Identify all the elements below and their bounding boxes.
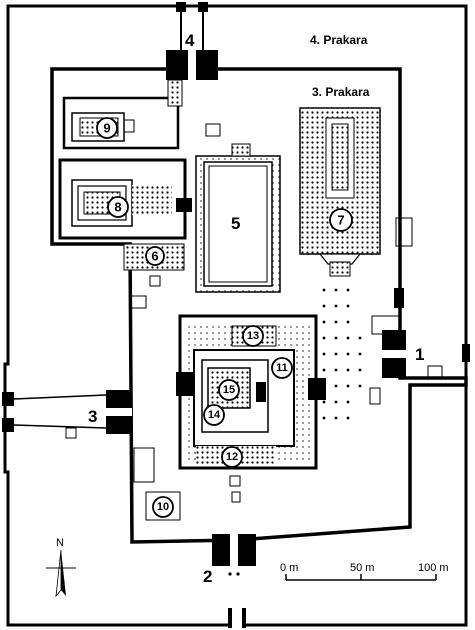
feature-15-label: 15 [223, 384, 235, 396]
pillar-grid [322, 288, 362, 420]
feature-5-label: 5 [231, 214, 240, 233]
gate-2-gopuram [212, 534, 256, 628]
fourth-prakara-wall [3, 4, 468, 627]
feature-6-label: 6 [151, 249, 158, 264]
feature-marker-9: 9 [96, 117, 118, 139]
feature-10-label: 10 [157, 501, 169, 513]
feature-marker-8: 8 [107, 196, 129, 218]
feature-marker-6: 6 [145, 246, 165, 266]
scale-tick-50: 50 m [350, 562, 374, 574]
scale-tick-100: 100 m [418, 562, 449, 574]
feature-marker-7: 7 [329, 208, 353, 232]
feature-marker-10: 10 [152, 496, 174, 518]
gate-4-label: 4 [185, 31, 195, 50]
shrine-8 [71, 179, 192, 227]
feature-marker-14: 14 [203, 404, 225, 426]
gate-1-gopuram [382, 288, 470, 378]
feature-marker-15: 15 [218, 379, 240, 401]
prakara-4-label: 4. Prakara [310, 33, 368, 47]
scale-tick-0: 0 m [280, 562, 298, 574]
prakara-3-label: 3. Prakara [312, 85, 370, 99]
feature-9-label: 9 [103, 121, 110, 136]
feature-marker-11: 11 [271, 357, 293, 379]
north-label: N [56, 537, 64, 549]
inner-gates [176, 372, 326, 402]
enclosure-8 [58, 158, 187, 240]
feature-8-label: 8 [114, 200, 121, 215]
scale-bar: 0 m 50 m 100 m [280, 562, 449, 581]
tank-5 [195, 143, 281, 293]
gate-2-label: 2 [203, 567, 212, 586]
feature-14-label: 14 [208, 409, 221, 421]
feature-13-label: 13 [247, 330, 259, 342]
gate-3-gopuram [2, 390, 132, 434]
feature-12-label: 12 [226, 451, 238, 463]
hall-7 [299, 107, 381, 277]
feature-7-label: 7 [337, 213, 344, 228]
feature-marker-12: 12 [221, 446, 243, 468]
feature-marker-13: 13 [242, 325, 264, 347]
gate-3-label: 3 [88, 407, 97, 426]
enclosure-9 [62, 96, 180, 150]
north-arrow: N [46, 537, 76, 598]
gate-4-gopuram [166, 2, 218, 80]
feature-11-label: 11 [276, 362, 288, 374]
gate-1-label: 1 [415, 345, 424, 364]
